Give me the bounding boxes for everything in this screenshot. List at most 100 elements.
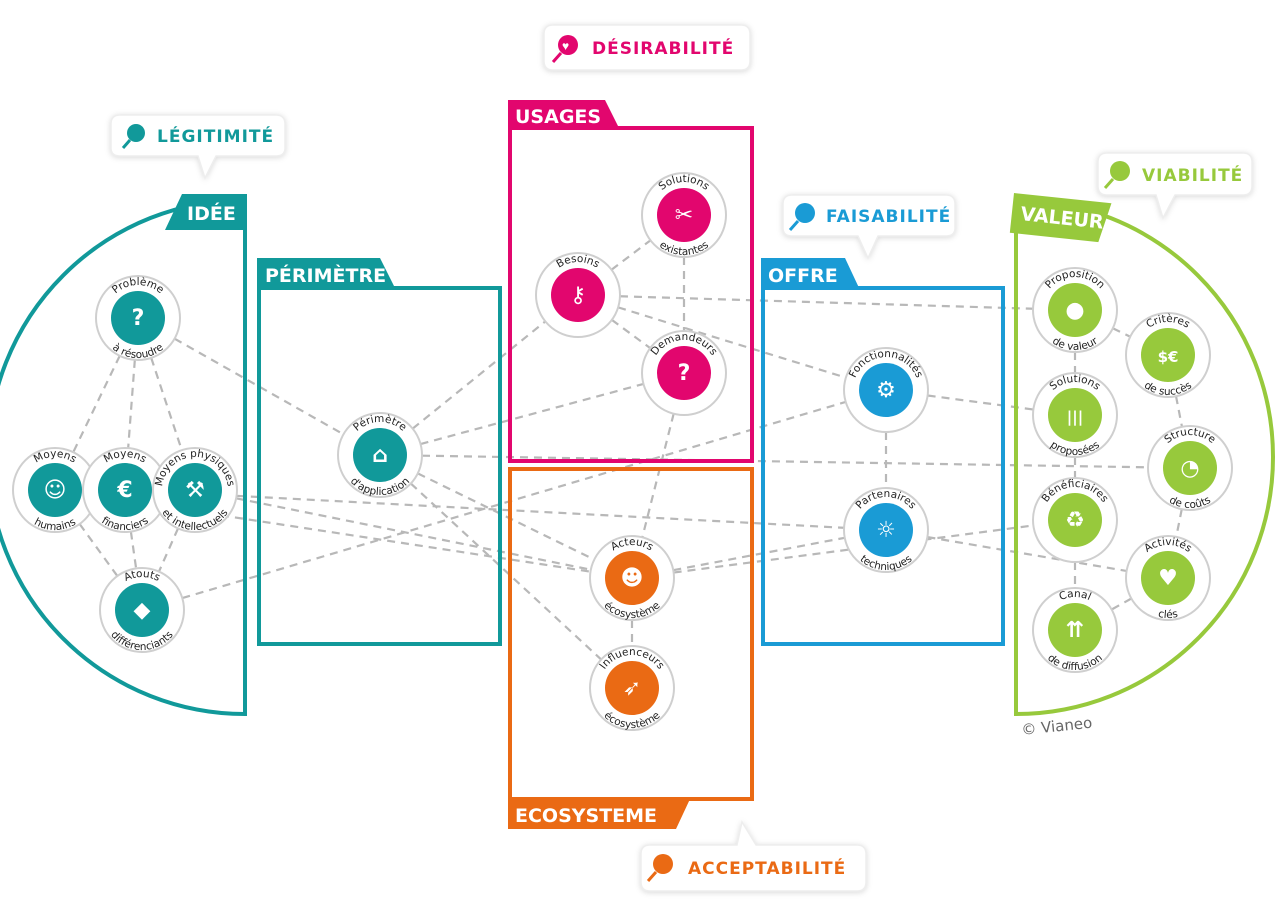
knife-tool-icon: ✂ [675, 203, 693, 228]
node-badge [1048, 388, 1102, 442]
node-besoins[interactable]: ⚷Besoins [535, 252, 621, 338]
node-label-top: Moyens [102, 448, 149, 466]
recycle-people-icon: ♻ [1065, 508, 1085, 533]
offre-title: OFFRE [768, 265, 838, 287]
hands-bulb-icon: ☼ [876, 518, 896, 543]
edge-besoins-fonctionnalites [577, 293, 887, 392]
person-hand-icon: ☺ [44, 478, 67, 503]
viabilite-label: VIABILITÉ [1142, 164, 1243, 186]
callout-desirabilite: ♥ DÉSIRABILITÉ [543, 24, 751, 71]
node-structure[interactable]: ◔ Structure de coûts [1147, 425, 1233, 511]
copyright: © Vianeo [1021, 714, 1093, 739]
node-label-top: Problème [110, 276, 166, 296]
desirabilite-label: DÉSIRABILITÉ [592, 37, 734, 59]
node-label-bottom: existantes [657, 239, 711, 258]
usages-tag [508, 100, 620, 130]
idee-title: IDÉE [187, 202, 236, 225]
node-badge [115, 583, 169, 637]
chart-magnifier-icon [1110, 161, 1130, 181]
legitimite-label: LÉGITIMITÉ [157, 125, 274, 147]
section-idee: IDÉE [0, 194, 247, 717]
ecosysteme-title: ECOSYSTEME [515, 805, 657, 827]
node-badge [28, 463, 82, 517]
pie-euro-icon: ◔ [1180, 456, 1199, 481]
callout-legitimite: LÉGITIMITÉ [110, 114, 286, 180]
node-badge [859, 363, 913, 417]
bulb-gear-icon: ⚙ [876, 378, 896, 403]
ecosysteme-tag [508, 799, 690, 829]
node-badge [605, 661, 659, 715]
node-badge [1048, 283, 1102, 337]
perimetre-title: PÉRIMÈTRE [265, 264, 386, 287]
node-badge [657, 346, 711, 400]
offre-tag [761, 258, 860, 290]
edge-perimetre-demandeurs [379, 371, 685, 457]
heart-hand-icon: ♥ [1158, 566, 1178, 591]
valeur-tag [1009, 193, 1112, 243]
node-probleme[interactable]: ? Problème à résoudre [95, 275, 181, 361]
node-label-top: Atouts [122, 568, 162, 584]
node-label-bottom: de coûts [1167, 494, 1213, 511]
node-label-top: Besoins [554, 253, 601, 271]
house-bulb-icon: ⌂ [372, 443, 388, 468]
node-demandeurs[interactable]: ?Demandeurs [641, 330, 727, 416]
node-beneficiaires[interactable]: ♻Bénéficiaires [1032, 477, 1118, 563]
callout-faisabilite: FAISABILITÉ [782, 194, 956, 260]
perimetre-tag [257, 258, 396, 290]
edge-atouts-fonctionnalites [141, 388, 887, 612]
valeur-frame [1014, 197, 1275, 717]
money-hand-icon: $€ [1158, 348, 1179, 366]
section-usages: USAGES [508, 100, 754, 463]
node-badge [1163, 441, 1217, 495]
node-label-top: Critères [1144, 313, 1192, 331]
node-badge [551, 268, 605, 322]
idee-tag [165, 194, 247, 230]
node-badge [1048, 493, 1102, 547]
node-label-bottom: à résoudre [110, 341, 165, 361]
barcode-icon: ||| [1067, 408, 1083, 427]
section-valeur: VALEUR [1009, 193, 1275, 717]
node-fonctionnalites[interactable]: ⚙Fonctionnalités [843, 347, 929, 433]
edge-partenaires-activites [885, 528, 1169, 580]
node-badge [605, 551, 659, 605]
node-label-bottom: clés [1157, 608, 1179, 621]
node-label-top: Structure [1162, 426, 1218, 446]
arrows-split-icon: ⇈ [1066, 618, 1084, 643]
idee-frame [0, 197, 247, 717]
node-badge [168, 463, 222, 517]
edge-acteurs-partenaires [631, 528, 887, 580]
euro-hand-icon: € [116, 478, 132, 503]
people-group-icon: ☻ [621, 566, 644, 591]
node-financiers[interactable]: € Moyens financiers [82, 447, 168, 534]
head-question-icon: ? [132, 306, 145, 331]
node-label-bottom: de valeur [1050, 335, 1100, 353]
usages-title: USAGES [515, 106, 601, 128]
heart-magnifier-icon [558, 35, 578, 55]
node-label-top: Périmètre [351, 413, 409, 434]
diamond-hand-icon: ◆ [134, 598, 151, 623]
acceptabilite-label: ACCEPTABILITÉ [688, 857, 846, 879]
node-label-bottom: financiers [99, 515, 150, 534]
section-perimetre: PÉRIMÈTRE [257, 258, 502, 646]
callout-viabilite: VIABILITÉ [1097, 152, 1253, 220]
callout-acceptabilite: ACCEPTABILITÉ [640, 820, 867, 892]
edge-perimetre-influenceurs [379, 454, 633, 689]
edge-acteurs-beneficiaires [631, 518, 1076, 580]
edge-perimetre-structure [379, 453, 1191, 470]
influence-icon: ➶ [623, 676, 641, 701]
